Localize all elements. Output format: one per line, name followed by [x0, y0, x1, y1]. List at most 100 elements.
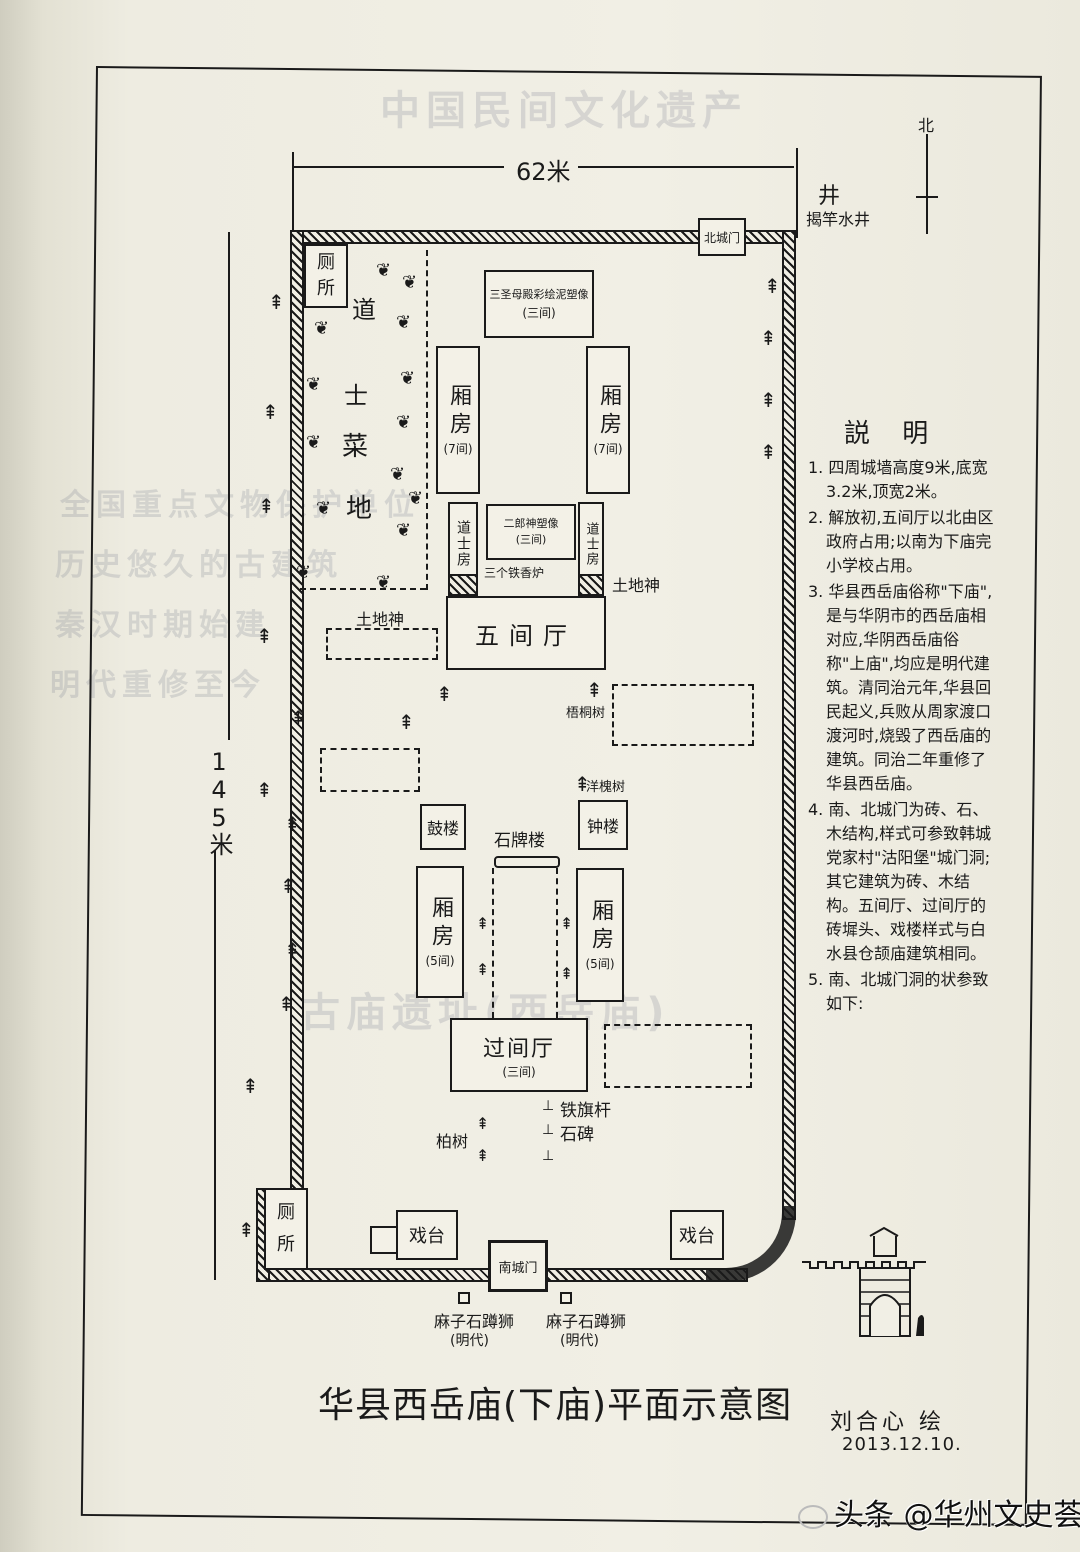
north-gate: 北城门 — [698, 218, 746, 256]
dimension-tick-right — [796, 148, 798, 238]
room-bays: (7间) — [443, 441, 473, 456]
bell-tower: 钟楼 — [578, 800, 628, 850]
garden-boundary-vertical — [426, 250, 428, 590]
tower-label: 钟楼 — [586, 817, 619, 836]
watermark: 头条 @华州文史荟萃 — [798, 1490, 1080, 1534]
plant-icon: ❦ — [408, 488, 424, 509]
room-name: 厢房 — [596, 383, 621, 440]
garden-label: 地 — [346, 494, 373, 524]
tree-icon: ⇞ — [760, 388, 777, 412]
legend-notes: 説 明 1. 四周城墙高度9米,底宽3.2米,顶宽2米。 2. 解放初,五间厅以… — [808, 419, 998, 1018]
north-arrow-tick — [916, 196, 938, 198]
tree-icon: ⇞ — [476, 1114, 490, 1133]
stone-stele-label: 石碑 — [560, 1125, 594, 1145]
stage-right: 戏台 — [670, 1210, 724, 1260]
path-edge-right — [556, 868, 558, 1018]
sansheng-mother-hall: 三圣母殿彩绘泥塑像 (三间) — [484, 270, 594, 338]
tung-tree-label: 梧桐树 — [566, 706, 606, 721]
stone-lion-right — [560, 1292, 572, 1304]
garden-label: 道 — [352, 296, 376, 324]
cypress-label: 柏树 — [436, 1132, 469, 1151]
taoist-room-right: 道士房 — [578, 502, 604, 586]
toilet-label: 所 — [317, 278, 335, 299]
hall-bays: (三间) — [515, 533, 547, 546]
plant-icon: ❦ — [402, 272, 418, 293]
tree-icon: ⇞ — [476, 1146, 490, 1165]
side-room-right-north: 厢房 (7间) — [586, 346, 630, 494]
author: 刘合心 绘 — [830, 1410, 945, 1435]
plant-icon: ❦ — [396, 520, 412, 541]
width-dimension: 62米 — [516, 158, 571, 186]
drum-tower: 鼓楼 — [420, 804, 466, 850]
ghost-line: 全国重点文物保护单位 — [60, 488, 420, 523]
five-bay-hall: 五间厅 — [446, 596, 606, 670]
side-room-right-south: 厢房 (5间) — [576, 868, 624, 1002]
tree-icon: ⇞ — [476, 914, 490, 933]
stele-icon: ⊥ — [542, 1122, 555, 1138]
lion-left-era: (明代) — [450, 1333, 489, 1349]
length-dimension: 145米 — [205, 748, 233, 856]
plant-icon: ❦ — [296, 562, 312, 583]
toilet-label: 厕 — [277, 1202, 295, 1223]
plant-icon: ❦ — [390, 464, 406, 485]
tree-icon: ⇞ — [262, 400, 279, 424]
room-name: 厢房 — [446, 383, 471, 440]
north-arrow — [926, 134, 928, 234]
lion-right-era: (明代) — [560, 1333, 599, 1349]
tree-icon: ⇞ — [436, 682, 453, 706]
garden-label: 菜 — [342, 432, 369, 462]
iron-flagpole-label: 铁旗杆 — [560, 1101, 611, 1121]
room-bays: (7间) — [593, 441, 623, 456]
path-edge-left — [492, 868, 494, 1018]
dimension-line-bottom — [214, 850, 216, 1280]
tree-icon: ⇞ — [268, 290, 285, 314]
room-name: 厢房 — [428, 895, 453, 952]
ruin-outline — [320, 748, 420, 792]
tree-icon: ⇞ — [586, 678, 603, 702]
note-item: 2. 解放初,五间厅以北由区政府占用;以南为下庙完小学校占用。 — [808, 508, 994, 575]
note-item: 3. 华县西岳庙俗称"下庙",是与华阴市的西岳庙相对应,华阴西岳庙俗称"上庙",… — [808, 582, 993, 793]
tree-icon: ⇞ — [238, 1218, 255, 1242]
stage-left: 戏台 — [396, 1210, 458, 1260]
tree-icon: ⇞ — [760, 440, 777, 464]
plant-icon: ❦ — [376, 572, 392, 593]
ruin-outline — [612, 684, 754, 746]
stone-archway-label: 石牌楼 — [494, 831, 545, 851]
passage-hall: 过间厅 (三间) — [450, 1018, 588, 1092]
tree-icon: ⇞ — [256, 624, 273, 648]
south-gate-label: 南城门 — [498, 1260, 538, 1276]
north-label: 北 — [918, 116, 935, 135]
earth-god-shrine-right — [578, 574, 604, 596]
well-label: 揭竿水井 — [806, 210, 871, 229]
tree-icon: ⇞ — [574, 772, 591, 796]
tree-icon: ⇞ — [560, 914, 574, 933]
erlang-god-hall: 二郎神塑像 (三间) — [486, 504, 576, 560]
taoist-room-label: 道士房 — [455, 520, 471, 568]
well-symbol: 井 — [818, 184, 841, 209]
ghost-line: 明代重修至今 — [50, 668, 266, 703]
lion-left-label: 麻子石蹲狮 — [434, 1312, 515, 1331]
locust-tree-label: 洋槐树 — [586, 780, 626, 795]
room-bays: (5间) — [585, 956, 615, 971]
tree-icon: ⇞ — [280, 874, 297, 898]
side-room-left-south: 厢房 (5间) — [416, 866, 464, 998]
south-gate: 南城门 — [488, 1240, 548, 1292]
three-iron-censers: 三个铁香炉 — [484, 566, 545, 580]
taoist-room-left: 道士房 — [448, 502, 478, 586]
hall-name: 二郎神塑像 — [503, 517, 559, 530]
city-gate-sketch-icon — [802, 1226, 926, 1337]
side-room-left-north: 厢房 (7间) — [436, 346, 480, 494]
notes-heading: 説 明 — [844, 419, 941, 449]
tree-icon: ⇞ — [278, 992, 295, 1016]
stele-icon: ⊥ — [542, 1148, 555, 1164]
east-wall — [782, 230, 796, 1220]
tree-icon: ⇞ — [242, 1074, 259, 1098]
tree-icon: ⇞ — [760, 326, 777, 350]
watermark-text: 头条 @华州文史荟萃 — [834, 1498, 1080, 1533]
date: 2013.12.10. — [842, 1434, 962, 1455]
tree-icon: ⇞ — [764, 274, 781, 298]
plant-icon: ❦ — [306, 432, 322, 453]
earth-god-shrine-left — [448, 574, 478, 596]
lion-right-label: 麻子石蹲狮 — [546, 1312, 627, 1331]
